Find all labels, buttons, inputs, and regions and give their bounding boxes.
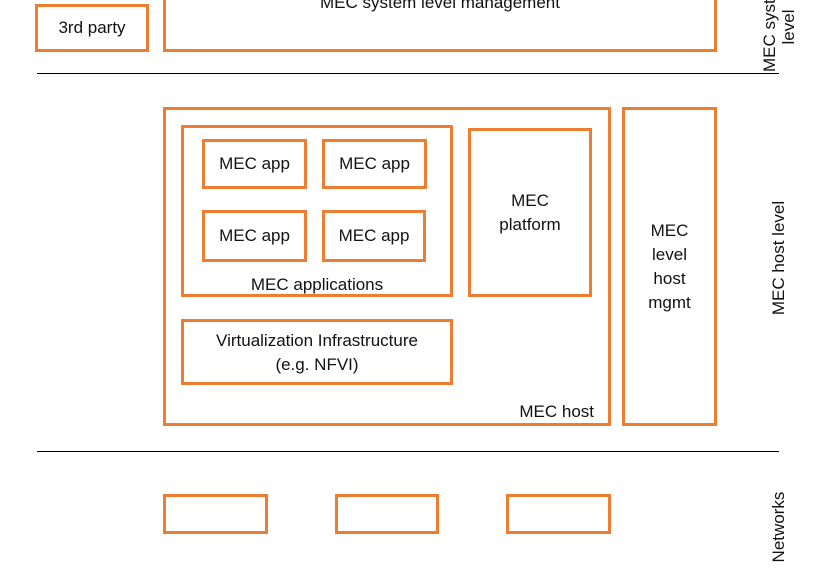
host-mgmt-line: MEC: [650, 221, 689, 240]
mec-app-box: MEC app: [322, 210, 426, 262]
mec-platform-label-line2: platform: [499, 215, 561, 234]
virtualization-label-line2: (e.g. NFVI): [275, 355, 359, 374]
network-box: [335, 494, 439, 534]
system-level-side-label: MEC system level: [760, 0, 800, 72]
third-party-box: 3rd party: [35, 4, 149, 52]
mec-platform-label-line1: MEC: [511, 191, 549, 210]
host-mgmt-line: host: [653, 269, 686, 288]
system-level-management-box: MEC system level management: [163, 0, 717, 52]
host-mgmt-line: mgmt: [648, 293, 691, 312]
network-box: [506, 494, 611, 534]
mec-app-label: MEC app: [219, 154, 290, 173]
mec-app-box: MEC app: [202, 210, 307, 262]
network-box: [163, 494, 268, 534]
virtualization-infrastructure-box: Virtualization Infrastructure (e.g. NFVI…: [181, 319, 453, 385]
virtualization-label-line1: Virtualization Infrastructure: [216, 331, 418, 350]
mec-app-box: MEC app: [322, 139, 427, 189]
mec-host-level-mgmt-box: MEC level host mgmt: [622, 107, 717, 426]
system-level-side-label-line2: level: [779, 9, 798, 45]
system-level-side-label-line1: MEC system: [760, 0, 779, 72]
system-level-management-label: MEC system level management: [320, 0, 560, 12]
mec-platform-box: MEC platform: [468, 128, 592, 297]
host-level-side-label: MEC host level: [769, 200, 788, 316]
mec-app-label: MEC app: [219, 226, 290, 245]
mec-host-label: MEC host: [519, 402, 594, 421]
divider-system-host: [37, 73, 779, 74]
networks-level-side-label: Networks: [769, 491, 788, 563]
mec-platform-label: MEC platform: [471, 189, 589, 237]
divider-host-networks: [37, 451, 779, 452]
host-mgmt-line: level: [652, 245, 687, 264]
mec-app-label: MEC app: [338, 226, 410, 245]
mec-app-label: MEC app: [339, 154, 410, 173]
mec-applications-label: MEC applications: [250, 275, 384, 294]
virtualization-infrastructure-label: Virtualization Infrastructure (e.g. NFVI…: [184, 329, 450, 377]
mec-app-box: MEC app: [202, 139, 307, 189]
mec-host-level-mgmt-label: MEC level host mgmt: [625, 219, 714, 315]
third-party-label: 3rd party: [58, 18, 126, 37]
